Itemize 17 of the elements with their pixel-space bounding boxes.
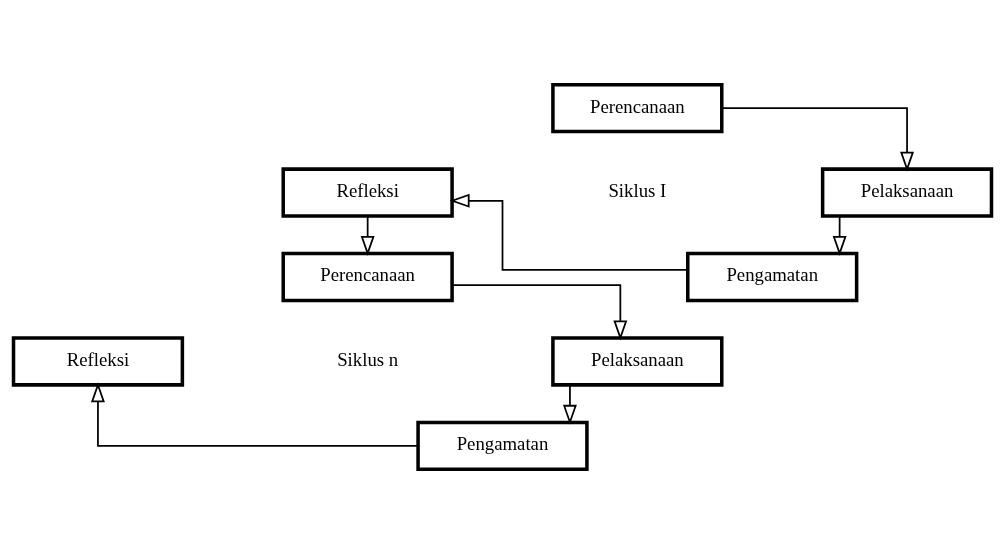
node-box: Pelaksanaan — [551, 335, 724, 387]
arrow — [90, 381, 419, 447]
arrow — [562, 383, 577, 425]
arrow — [360, 214, 375, 256]
arrow — [449, 193, 689, 271]
node-box: Perencanaan — [281, 251, 454, 302]
arrow — [832, 214, 847, 256]
node-box: Pengamatan — [416, 420, 589, 471]
arrow — [721, 106, 915, 172]
label: Siklus I — [608, 179, 667, 201]
node-box: Perencanaan — [551, 82, 724, 133]
node-box: Pengamatan — [686, 251, 859, 302]
arrow — [451, 283, 628, 340]
node-box: Pelaksanaan — [820, 166, 994, 218]
node-box: Refleksi — [11, 335, 185, 387]
label: Siklus n — [337, 348, 399, 370]
node-box: Refleksi — [281, 166, 454, 218]
